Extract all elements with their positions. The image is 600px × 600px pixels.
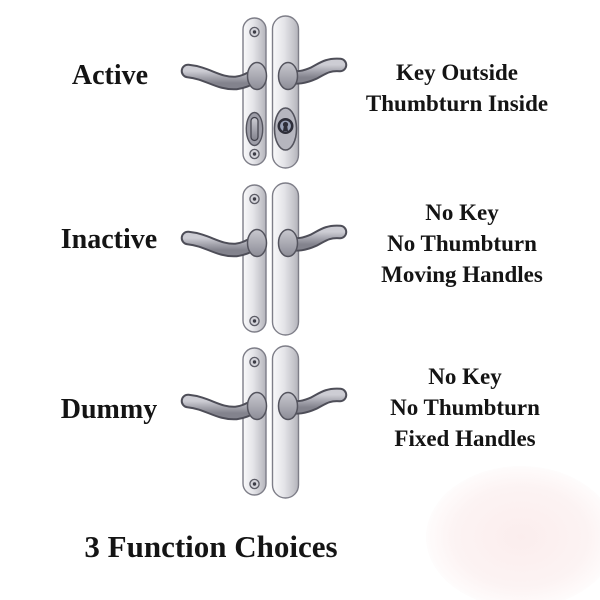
description-line: No Thumbturn (390, 395, 540, 420)
description-line: No Key (428, 364, 502, 389)
handle-pair-illustration-active (178, 14, 348, 172)
screw-icon (249, 478, 260, 490)
handle-pair-illustration-dummy (178, 344, 348, 502)
description-line: Thumbturn Inside (365, 91, 549, 116)
inside-plate (180, 184, 268, 333)
outside-plate (271, 345, 348, 499)
function-label-dummy: Dummy (60, 394, 158, 425)
description-line: No Thumbturn (387, 231, 537, 256)
outside-handle-lever (277, 224, 348, 258)
inside-plate (180, 347, 268, 496)
function-label-active: Active (71, 60, 149, 91)
inside-handle-lever (180, 228, 268, 258)
inside-handle-lever (180, 61, 268, 91)
inside-plate (180, 17, 268, 166)
function-label-inactive: Inactive (60, 224, 158, 255)
key-cylinder-icon (273, 107, 298, 151)
outside-plate (271, 15, 348, 169)
inside-handle-lever (180, 391, 268, 421)
description-line: No Key (425, 200, 499, 225)
description-line: Key Outside (395, 60, 519, 85)
screw-icon (249, 148, 260, 160)
outside-plate (271, 182, 348, 336)
outside-handle-lever (277, 387, 348, 421)
description-line: Moving Handles (381, 262, 543, 287)
footer-title: 3 Function Choices (84, 529, 338, 564)
thumbturn-icon (245, 111, 264, 147)
outside-handle-lever (277, 57, 348, 91)
screw-icon (249, 356, 260, 368)
handle-pair-illustration-inactive (178, 181, 348, 339)
screw-icon (249, 193, 260, 205)
screw-icon (249, 26, 260, 38)
pink-watermark-blob (426, 466, 600, 600)
screw-icon (249, 315, 260, 327)
description-line: Fixed Handles (394, 426, 536, 451)
